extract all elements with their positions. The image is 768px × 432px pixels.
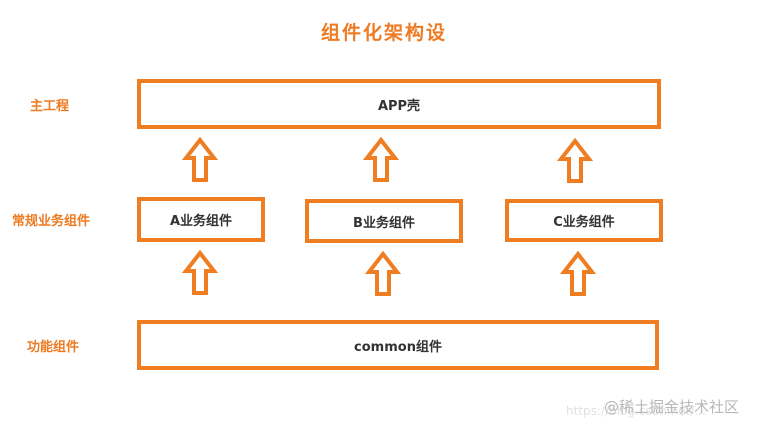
app-shell-box: APP壳	[137, 79, 661, 129]
layer-label-base: 功能组件	[27, 340, 80, 355]
up-arrow-icon	[562, 252, 594, 296]
business-component-a-box: A业务组件	[137, 197, 265, 242]
common-component-box: common组件	[137, 320, 659, 370]
up-arrow-icon	[559, 139, 591, 183]
business-component-b-label: B业务组件	[353, 215, 415, 231]
up-arrow-icon	[184, 251, 216, 295]
layer-label-main: 主工程	[30, 99, 70, 114]
up-arrow-icon	[367, 252, 399, 296]
up-arrow-icon	[184, 138, 216, 182]
diagram-title: 组件化架构设	[320, 22, 447, 44]
app-shell-label: APP壳	[377, 98, 421, 114]
watermark-text: @稀土掘金技术社区	[604, 398, 740, 416]
business-component-b-box: B业务组件	[305, 199, 463, 243]
business-component-c-box: C业务组件	[505, 199, 663, 242]
business-component-c-label: C业务组件	[553, 215, 615, 230]
up-arrow-icon	[365, 138, 397, 182]
layer-label-business: 常规业务组件	[12, 214, 91, 229]
business-component-a-label: A业务组件	[169, 214, 233, 229]
common-component-label: common组件	[354, 339, 442, 355]
watermark-faint-url: https://blog.csdn.net/...	[566, 404, 706, 418]
